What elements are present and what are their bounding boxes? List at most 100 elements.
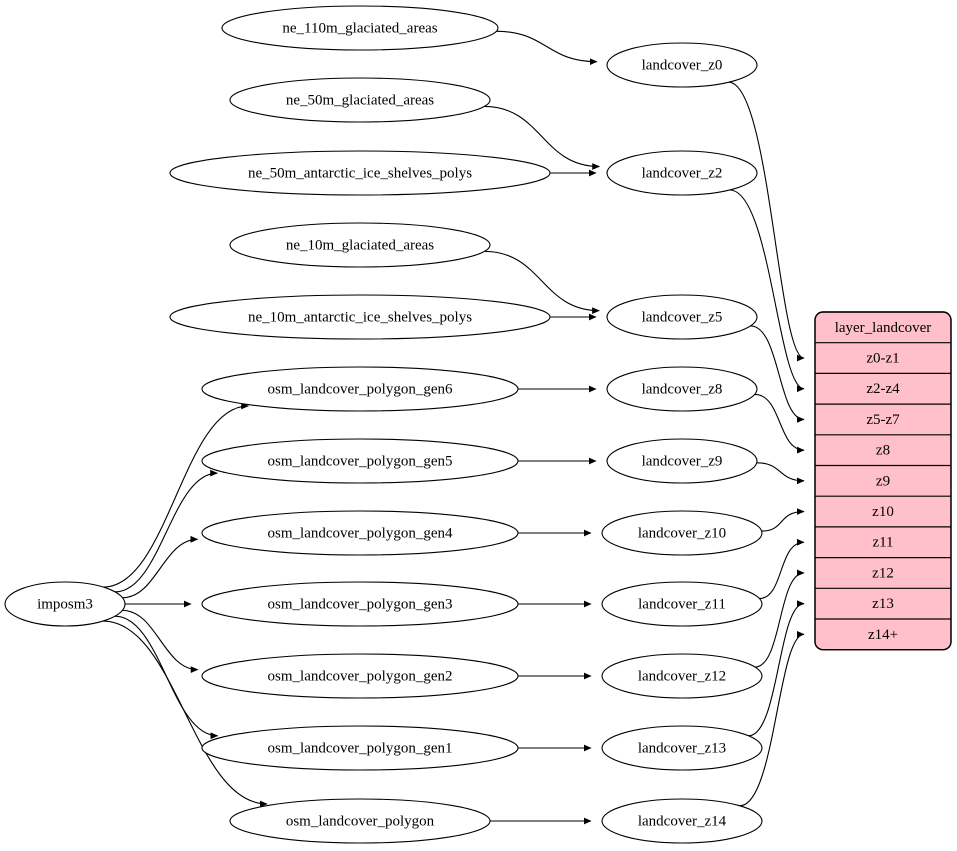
node-ellipse: [606, 150, 758, 196]
node-label: landcover_z13: [638, 740, 726, 756]
node-ellipse: [201, 510, 519, 556]
table-row-label: z0-z1: [866, 350, 899, 366]
node-landcover_z14[interactable]: landcover_z14: [601, 798, 763, 844]
table-row-label: z5-z7: [866, 412, 900, 428]
node-landcover_z2[interactable]: landcover_z2: [606, 150, 758, 196]
node-label: landcover_z11: [638, 596, 726, 612]
node-landcover_z10[interactable]: landcover_z10: [601, 510, 763, 556]
node-label: ne_10m_antarctic_ice_shelves_polys: [248, 309, 472, 325]
layer-landcover-table-outline: [814, 311, 952, 651]
table-row-label: z12: [872, 565, 894, 581]
node-label: osm_landcover_polygon_gen6: [268, 381, 453, 397]
table-row-label: z8: [876, 443, 890, 459]
node-ellipse: [169, 150, 551, 196]
node-landcover_z5[interactable]: landcover_z5: [606, 294, 758, 340]
edge-imposm3-to-osm_landcover_polygon: [102, 620, 268, 808]
edge-landcover_z5-to-z5-z7: [750, 325, 805, 423]
table-row-label: z14+: [868, 627, 898, 643]
node-ellipse: [221, 5, 499, 51]
node-label: osm_landcover_polygon_gen5: [268, 453, 453, 469]
node-label: imposm3: [37, 596, 93, 612]
table-row-label: z9: [876, 473, 890, 489]
edge-ne_10m_glaciated_areas-to-landcover_z5: [484, 250, 600, 314]
node-osm_landcover_polygon_gen4[interactable]: osm_landcover_polygon_gen4: [201, 510, 519, 556]
node-osm_landcover_polygon_gen1[interactable]: osm_landcover_polygon_gen1: [201, 725, 519, 771]
node-ellipse: [201, 366, 519, 412]
node-label: ne_50m_glaciated_areas: [286, 92, 434, 108]
node-landcover_z8[interactable]: landcover_z8: [606, 366, 758, 412]
edge-imposm3-to-osm_landcover_polygon_gen5: [115, 469, 218, 593]
node-ellipse: [169, 294, 551, 340]
node-ellipse: [201, 438, 519, 484]
node-osm_landcover_polygon_gen3[interactable]: osm_landcover_polygon_gen3: [201, 581, 519, 627]
edge-landcover_z14-to-z14+: [739, 631, 805, 807]
node-label: landcover_z14: [638, 813, 727, 829]
node-label: osm_landcover_polygon_gen1: [268, 740, 453, 756]
node-osm_landcover_polygon_gen6[interactable]: osm_landcover_polygon_gen6: [201, 366, 519, 412]
node-ne_50m_antarctic_ice_shelves_polys[interactable]: ne_50m_antarctic_ice_shelves_polys: [169, 150, 551, 196]
node-label: osm_landcover_polygon_gen4: [268, 525, 453, 541]
node-landcover_z12[interactable]: landcover_z12: [601, 653, 763, 699]
table-header-label: layer_landcover: [835, 320, 932, 336]
edge-landcover_z9-to-z9: [756, 462, 805, 485]
edge-landcover_z12-to-z12: [754, 569, 805, 668]
node-ellipse: [601, 653, 763, 699]
edges-layer: [102, 30, 805, 825]
node-landcover_z13[interactable]: landcover_z13: [601, 725, 763, 771]
layer-landcover-table: layer_landcoverz0-z1z2-z4z5-z7z8z9z10z11…: [814, 311, 952, 651]
node-osm_landcover_polygon_gen2[interactable]: osm_landcover_polygon_gen2: [201, 653, 519, 699]
node-osm_landcover_polygon[interactable]: osm_landcover_polygon: [229, 798, 491, 844]
node-label: landcover_z0: [642, 57, 723, 73]
nodes-layer: imposm3 ne_110m_glaciated_areas ne_50m_gla…: [4, 5, 763, 844]
table-row-label: z10: [872, 504, 894, 520]
node-label: osm_landcover_polygon_gen2: [268, 668, 453, 684]
node-ellipse: [4, 581, 126, 627]
node-label: ne_50m_antarctic_ice_shelves_polys: [248, 165, 472, 181]
node-ellipse: [229, 798, 491, 844]
table-row-label: z2-z4: [866, 381, 900, 397]
node-label: ne_110m_glaciated_areas: [282, 20, 437, 36]
node-ellipse: [606, 294, 758, 340]
edge-landcover_z13-to-z13: [748, 600, 805, 737]
node-imposm3[interactable]: imposm3: [4, 581, 126, 627]
node-label: landcover_z8: [642, 381, 723, 397]
edge-landcover_z2-to-z2-z4: [729, 189, 805, 393]
node-ellipse: [606, 438, 758, 484]
node-label: landcover_z9: [642, 453, 723, 469]
node-landcover_z11[interactable]: landcover_z11: [601, 581, 763, 627]
edge-landcover_z0-to-z0-z1: [728, 81, 805, 362]
edge-ne_50m_glaciated_areas-to-landcover_z2: [484, 105, 600, 170]
node-ellipse: [201, 653, 519, 699]
node-label: landcover_z2: [642, 165, 723, 181]
node-ellipse: [201, 725, 519, 771]
node-landcover_z9[interactable]: landcover_z9: [606, 438, 758, 484]
node-label: ne_10m_glaciated_areas: [286, 237, 434, 253]
node-ellipse: [201, 581, 519, 627]
node-ne_10m_glaciated_areas[interactable]: ne_10m_glaciated_areas: [229, 222, 491, 268]
node-landcover_z0[interactable]: landcover_z0: [606, 42, 758, 88]
node-ellipse: [601, 581, 763, 627]
node-ellipse: [601, 798, 763, 844]
node-ne_50m_glaciated_areas[interactable]: ne_50m_glaciated_areas: [229, 77, 491, 123]
table-row-label: z13: [872, 596, 894, 612]
node-ellipse: [606, 366, 758, 412]
edge-imposm3-to-osm_landcover_polygon_gen2: [122, 609, 199, 673]
edge-ne_110m_glaciated_areas-to-landcover_z0: [496, 30, 598, 66]
edge-landcover_z11-to-z11: [759, 538, 805, 600]
edge-imposm3-to-osm_landcover_polygon_gen6: [103, 402, 249, 588]
node-ellipse: [601, 510, 763, 556]
node-ne_110m_glaciated_areas[interactable]: ne_110m_glaciated_areas: [221, 5, 499, 51]
node-ellipse: [229, 222, 491, 268]
node-ne_10m_antarctic_ice_shelves_polys[interactable]: ne_10m_antarctic_ice_shelves_polys: [169, 294, 551, 340]
node-osm_landcover_polygon_gen5[interactable]: osm_landcover_polygon_gen5: [201, 438, 519, 484]
edge-landcover_z10-to-z10: [761, 508, 805, 532]
node-label: landcover_z5: [642, 309, 723, 325]
node-ellipse: [606, 42, 758, 88]
edge-imposm3-to-osm_landcover_polygon_gen4: [122, 535, 199, 599]
edge-landcover_z8-to-z8: [754, 393, 805, 454]
node-label: osm_landcover_polygon: [286, 813, 435, 829]
node-label: landcover_z12: [638, 668, 726, 684]
node-ellipse: [601, 725, 763, 771]
node-ellipse: [229, 77, 491, 123]
